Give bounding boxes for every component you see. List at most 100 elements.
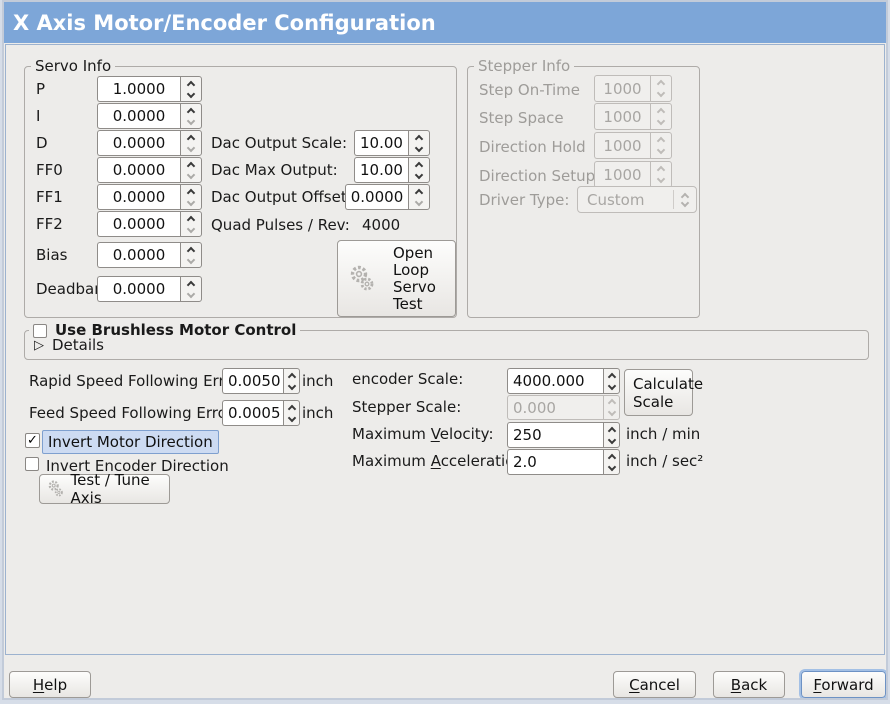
spin-up-icon[interactable] [409, 131, 429, 143]
spin-up-icon[interactable] [284, 401, 299, 413]
ff1-label: FF1 [36, 188, 63, 206]
spin-down-icon[interactable] [604, 381, 619, 393]
back-button-label: Back [730, 675, 768, 694]
spin-up-icon[interactable] [604, 450, 619, 462]
spin-down-icon[interactable] [181, 289, 201, 301]
driver-type-label: Driver Type: [479, 191, 570, 209]
brushless-checkbox[interactable] [33, 323, 47, 338]
calculate-scale-button[interactable]: Calculate Scale [624, 369, 703, 416]
bias-input[interactable]: 0.0000 [97, 242, 180, 268]
spin-down-icon[interactable] [181, 89, 201, 101]
d-input[interactable]: 0.0000 [97, 130, 180, 156]
expander-triangle-icon[interactable]: ▷ [34, 338, 44, 353]
spin-down-icon[interactable] [284, 381, 299, 393]
spin-down-icon[interactable] [284, 413, 299, 425]
cancel-button-label: Cancel [629, 675, 680, 694]
spin-down-icon[interactable] [604, 462, 619, 474]
dac-output-scale-spinbox[interactable]: 10.00 [354, 130, 430, 156]
feed-following-error-label: Feed Speed Following Error: [29, 404, 238, 422]
stepper-info-legend: Stepper Info [474, 57, 575, 75]
spin-up-icon[interactable] [409, 185, 429, 197]
rapid-following-error-spinbox[interactable]: 0.0050 [222, 368, 300, 394]
max-acceleration-spinbox[interactable]: 2.0 [507, 449, 620, 475]
invert-encoder-checkbox[interactable] [25, 457, 39, 471]
spin-down-icon [604, 407, 619, 420]
p-input[interactable]: 1.0000 [97, 76, 180, 102]
encoder-scale-spinbox[interactable]: 4000.000 [507, 368, 620, 394]
cancel-button[interactable]: Cancel [613, 671, 696, 698]
spin-down-icon[interactable] [409, 143, 429, 155]
direction-setup-input: 1000 [594, 161, 650, 188]
spin-up-icon[interactable] [181, 243, 201, 255]
spin-up-icon[interactable] [181, 131, 201, 143]
direction-hold-spinbox: 1000 [594, 132, 672, 159]
spin-up-icon[interactable] [181, 185, 201, 197]
stepper-scale-label: Stepper Scale: [352, 398, 462, 416]
spin-down-icon[interactable] [409, 170, 429, 182]
ff2-spinbox[interactable]: 0.0000 [97, 211, 202, 237]
feed-following-error-spinbox[interactable]: 0.0005 [222, 400, 300, 426]
spin-up-icon [604, 396, 619, 408]
spin-up-icon[interactable] [604, 423, 619, 435]
back-button[interactable]: Back [713, 671, 785, 698]
p-label: P [36, 80, 46, 98]
dac-max-output-input[interactable]: 10.00 [354, 157, 408, 183]
spin-down-icon[interactable] [181, 170, 201, 182]
open-loop-button-label: Open Loop Servo Test [393, 244, 436, 313]
spin-up-icon[interactable] [181, 77, 201, 89]
dialog-titlebar: X Axis Motor/Encoder Configuration [4, 2, 886, 43]
max-acceleration-input[interactable]: 2.0 [507, 449, 603, 475]
d-spinbox[interactable]: 0.0000 [97, 130, 202, 156]
invert-motor-checkbox[interactable]: ✓ [25, 433, 40, 448]
spin-down-icon[interactable] [181, 197, 201, 209]
feed-following-error-input[interactable]: 0.0005 [222, 400, 283, 426]
ff0-label: FF0 [36, 161, 63, 179]
dac-output-scale-input[interactable]: 10.00 [354, 130, 408, 156]
spin-up-icon[interactable] [181, 277, 201, 289]
p-spinbox[interactable]: 1.0000 [97, 76, 202, 102]
spin-down-icon[interactable] [181, 116, 201, 128]
open-loop-servo-test-button[interactable]: Open Loop Servo Test [337, 240, 456, 317]
ff0-input[interactable]: 0.0000 [97, 157, 180, 183]
test-tune-axis-button[interactable]: Test / Tune Axis [39, 471, 170, 507]
spin-up-icon[interactable] [181, 158, 201, 170]
invert-encoder-label[interactable]: Invert Encoder Direction [46, 457, 229, 475]
spin-up-icon[interactable] [284, 369, 299, 381]
dac-max-output-spinbox[interactable]: 10.00 [354, 157, 430, 183]
spin-down-icon[interactable] [604, 435, 619, 447]
max-velocity-input[interactable]: 250 [507, 422, 603, 448]
spin-down-icon[interactable] [181, 143, 201, 155]
i-spinbox[interactable]: 0.0000 [97, 103, 202, 129]
rapid-following-error-input[interactable]: 0.0050 [222, 368, 283, 394]
ff2-input[interactable]: 0.0000 [97, 211, 180, 237]
step-space-label: Step Space [479, 109, 564, 127]
max-velocity-spinbox[interactable]: 250 [507, 422, 620, 448]
help-button[interactable]: Help [9, 671, 91, 698]
ff1-input[interactable]: 0.0000 [97, 184, 180, 210]
stepper-info-frame: Stepper Info [467, 57, 700, 318]
rapid-following-error-label: Rapid Speed Following Error: [29, 372, 245, 390]
direction-setup-label: Direction Setup [479, 167, 596, 185]
spin-up-icon [651, 76, 671, 89]
spin-up-icon[interactable] [181, 212, 201, 224]
dac-output-offset-input[interactable]: 0.0000 [345, 184, 408, 210]
ff0-spinbox[interactable]: 0.0000 [97, 157, 202, 183]
spin-up-icon[interactable] [604, 369, 619, 381]
i-input[interactable]: 0.0000 [97, 103, 180, 129]
ff1-spinbox[interactable]: 0.0000 [97, 184, 202, 210]
spin-up-icon[interactable] [409, 158, 429, 170]
dac-output-offset-spinbox[interactable]: 0.0000 [345, 184, 430, 210]
invert-motor-label[interactable]: Invert Motor Direction [42, 430, 219, 454]
details-expander-label[interactable]: Details [52, 336, 105, 354]
spin-down-icon[interactable] [409, 197, 429, 209]
encoder-scale-input[interactable]: 4000.000 [507, 368, 603, 394]
stepper-scale-input: 0.000 [507, 395, 603, 420]
spin-up-icon [651, 162, 671, 175]
forward-button[interactable]: Forward [799, 669, 886, 698]
spin-down-icon[interactable] [181, 255, 201, 267]
deadband-spinbox[interactable]: 0.0000 [97, 276, 202, 302]
deadband-input[interactable]: 0.0000 [97, 276, 180, 302]
spin-up-icon[interactable] [181, 104, 201, 116]
bias-spinbox[interactable]: 0.0000 [97, 242, 202, 268]
spin-down-icon[interactable] [181, 224, 201, 236]
